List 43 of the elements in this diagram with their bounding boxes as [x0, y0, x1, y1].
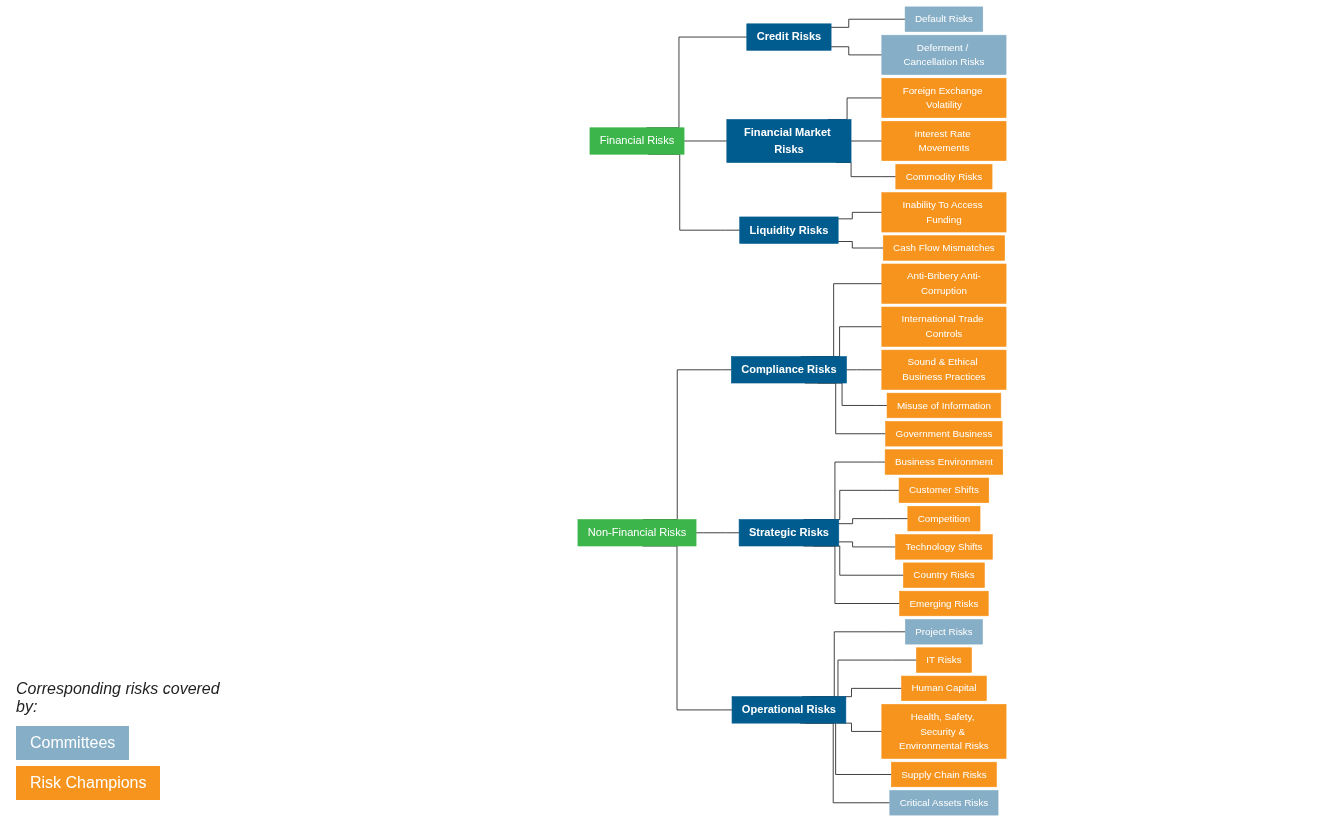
- node-box: Strategic Risks: [738, 519, 840, 547]
- node-box: Non-Financial Risks: [577, 519, 697, 547]
- node-box: Competition: [907, 506, 981, 532]
- node-box: Project Risks: [905, 619, 983, 645]
- node-box: Technology Shifts: [895, 534, 993, 560]
- node-box: Critical Assets Risks: [889, 790, 999, 816]
- node-box: Business Environment: [884, 449, 1004, 475]
- node-box: Interest Rate Movements: [881, 121, 1007, 161]
- node-box: Customer Shifts: [898, 477, 990, 503]
- node-box: Financial Market Risks: [726, 119, 852, 163]
- node-box: Sound & Ethical Business Practices: [881, 349, 1007, 390]
- legend-heading: Corresponding risks covered by:: [16, 680, 221, 716]
- node-box: Deferment / Cancellation Risks: [881, 34, 1007, 75]
- node-box: Liquidity Risks: [739, 216, 839, 244]
- node-box: Country Risks: [903, 562, 985, 588]
- connector: [838, 541, 896, 548]
- node-box: Emerging Risks: [899, 590, 989, 617]
- connector: [837, 211, 883, 220]
- node-box: Health, Safety, Security & Environmental Risks: [881, 704, 1007, 759]
- node-box: Inability To Access Funding: [881, 192, 1007, 233]
- node-box: Operational Risks: [731, 696, 847, 724]
- node-box: Anti-Bribery Anti-Corruption: [881, 263, 1007, 304]
- legend-swatch: Risk Champions: [16, 766, 161, 800]
- connector: [838, 518, 909, 525]
- node-box: Human Capital: [901, 675, 987, 701]
- node-box: Supply Chain Risks: [891, 761, 997, 788]
- connector: [695, 532, 740, 534]
- node-box: Government Business: [885, 421, 1003, 447]
- node-box: Cash Flow Mismatches: [882, 235, 1005, 261]
- connector: [830, 46, 883, 56]
- node-box: IT Risks: [916, 647, 972, 673]
- node-box: Financial Risks: [589, 127, 685, 155]
- node-box: Commodity Risks: [895, 164, 993, 190]
- node-box: Misuse of Information: [886, 392, 1002, 419]
- connector: [846, 369, 883, 371]
- connector: [830, 18, 906, 28]
- node-box: International Trade Controls: [881, 306, 1007, 347]
- legend-swatch: Committees: [16, 726, 130, 760]
- node-box: Compliance Risks: [731, 356, 847, 384]
- node-box: Foreign Exchange Volatility: [881, 77, 1007, 118]
- connector: [837, 241, 884, 249]
- node-box: Credit Risks: [746, 23, 832, 51]
- node-box: Default Risks: [904, 6, 984, 32]
